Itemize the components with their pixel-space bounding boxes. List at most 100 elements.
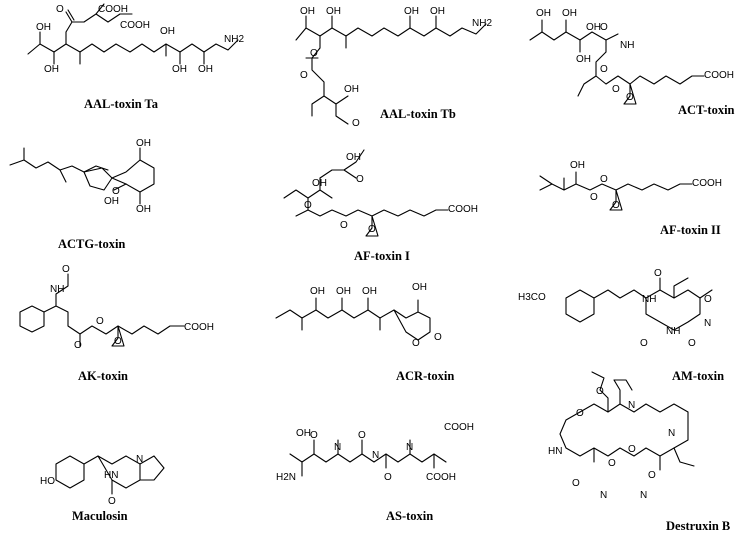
act-oh2: OH xyxy=(562,8,577,19)
act-nh: NH xyxy=(620,40,634,51)
aal-ta-oh5: OH xyxy=(198,64,213,75)
caption-actg-toxin: ACTG-toxin xyxy=(58,237,125,251)
as-oh: OH xyxy=(296,428,311,439)
aal-tb-o3: O xyxy=(352,118,360,129)
af1-cooh: COOH xyxy=(448,204,478,215)
aal-ta-oh3: OH xyxy=(160,26,175,37)
af2-o2: O xyxy=(600,174,608,185)
caption-destruxin-b: Destruxin B xyxy=(666,519,730,533)
am-o4: O xyxy=(688,338,696,349)
acr-o1: O xyxy=(412,338,420,349)
ak-o1: O xyxy=(62,264,70,275)
caption-af-toxin-i: AF-toxin I xyxy=(354,249,410,263)
am-n1: N xyxy=(704,318,711,329)
caption-maculosin: Maculosin xyxy=(72,509,128,523)
caption-as-toxin: AS-toxin xyxy=(386,509,433,523)
af2-o3: O xyxy=(612,200,620,211)
aal-ta-cooh1: COOH xyxy=(98,4,128,15)
compound-acr-toxin: OH OH OH OH O O ACR-toxin xyxy=(275,282,454,383)
as-cooh1: COOH xyxy=(444,422,474,433)
compound-aal-toxin-ta: OH OH O COOH COOH OH OH OH NH2 AAL-toxin… xyxy=(27,3,244,111)
mac-n1: N xyxy=(136,454,143,465)
act-o2: O xyxy=(600,64,608,75)
ak-o4: O xyxy=(114,336,122,347)
aal-ta-o1: O xyxy=(56,4,64,15)
caption-aal-toxin-tb: AAL-toxin Tb xyxy=(380,107,456,121)
acr-oh2: OH xyxy=(336,286,351,297)
caption-acr-toxin: ACR-toxin xyxy=(396,369,454,383)
dtx-o1: O xyxy=(576,408,584,419)
compound-as-toxin: OH H2N O N O O N N COOH COOH AS-toxin xyxy=(276,422,474,523)
mac-o1: O xyxy=(108,496,116,507)
ak-cooh: COOH xyxy=(184,322,214,333)
ak-o2: O xyxy=(74,340,82,351)
caption-aal-toxin-ta: AAL-toxin Ta xyxy=(84,97,159,111)
aal-tb-o2: O xyxy=(300,70,308,81)
compound-af-toxin-i: OH OH O O O O COOH AF-toxin I xyxy=(283,149,478,263)
caption-am-toxin: AM-toxin xyxy=(672,369,724,383)
caption-act-toxin: ACT-toxin xyxy=(678,103,735,117)
dtx-n1: N xyxy=(628,400,635,411)
as-cooh2: COOH xyxy=(426,472,456,483)
aal-tb-oh2: OH xyxy=(326,6,341,17)
as-h2n: H2N xyxy=(276,472,296,483)
am-nh1: NH xyxy=(642,294,656,305)
compound-actg-toxin: OH OH O OH ACTG-toxin xyxy=(9,138,155,251)
dtx-n2: N xyxy=(600,490,607,501)
af2-o1: O xyxy=(590,192,598,203)
aal-tb-oh5: OH xyxy=(344,84,359,95)
compound-maculosin: HO N HN O Maculosin xyxy=(40,454,165,523)
dtx-o4: O xyxy=(572,478,580,489)
aal-ta-nh2: NH2 xyxy=(224,34,244,45)
actg-oh1: OH xyxy=(136,138,151,149)
as-o3: O xyxy=(384,472,392,483)
dtx-o5: O xyxy=(608,458,616,469)
acr-oh3: OH xyxy=(362,286,377,297)
compound-ak-toxin: O NH O O O COOH AK-toxin xyxy=(19,264,214,383)
aal-ta-oh4: OH xyxy=(172,64,187,75)
dtx-n3: N xyxy=(640,490,647,501)
dtx-o3: O xyxy=(628,444,636,455)
actg-oh3: OH xyxy=(136,204,151,215)
ak-nh: NH xyxy=(50,284,64,295)
acr-o2: O xyxy=(434,332,442,343)
aal-tb-nh2: NH2 xyxy=(472,18,492,29)
as-o1: O xyxy=(310,430,318,441)
mac-hn: HN xyxy=(104,470,118,481)
aal-ta-cooh2: COOH xyxy=(120,20,150,31)
dtx-o6: O xyxy=(648,470,656,481)
aal-ta-oh2: OH xyxy=(44,64,59,75)
acr-oh4: OH xyxy=(412,282,427,293)
acr-oh1: OH xyxy=(310,286,325,297)
act-cooh: COOH xyxy=(704,70,734,81)
compound-am-toxin: H3CO O NH O NH O O N AM-toxin xyxy=(518,268,724,383)
as-o2: O xyxy=(358,430,366,441)
compound-destruxin-b: O O N O HN N O O N N O Destruxin B xyxy=(548,371,730,533)
compound-act-toxin: OH OH OH OH O NH O O O COOH ACT-toxin xyxy=(529,8,735,117)
aal-tb-oh4: OH xyxy=(430,6,445,17)
act-o3: O xyxy=(612,84,620,95)
ak-o3: O xyxy=(96,316,104,327)
aal-tb-oh3: OH xyxy=(404,6,419,17)
dtx-o2: O xyxy=(596,386,604,397)
actg-o1: O xyxy=(112,186,120,197)
act-o4: O xyxy=(626,92,634,103)
aal-tb-o1: O xyxy=(310,48,318,59)
compound-af-toxin-ii: OH O O O COOH AF-toxin II xyxy=(539,160,722,237)
as-nh1: N xyxy=(334,442,341,453)
af1-o2: O xyxy=(304,200,312,211)
am-nh2: NH xyxy=(666,326,680,337)
act-oh1: OH xyxy=(536,8,551,19)
af2-cooh: COOH xyxy=(692,178,722,189)
as-nh2: N xyxy=(406,442,413,453)
af1-o3: O xyxy=(340,220,348,231)
af2-oh1: OH xyxy=(570,160,585,171)
mac-ho: HO xyxy=(40,476,55,487)
af1-o4: O xyxy=(368,224,376,235)
act-oh3: OH xyxy=(576,54,591,65)
am-o2: O xyxy=(704,294,712,305)
compound-aal-toxin-tb: OH OH OH OH NH2 O O OH O AAL-toxin Tb xyxy=(295,6,492,129)
dtx-nh: N xyxy=(668,428,675,439)
actg-oh2: OH xyxy=(104,196,119,207)
